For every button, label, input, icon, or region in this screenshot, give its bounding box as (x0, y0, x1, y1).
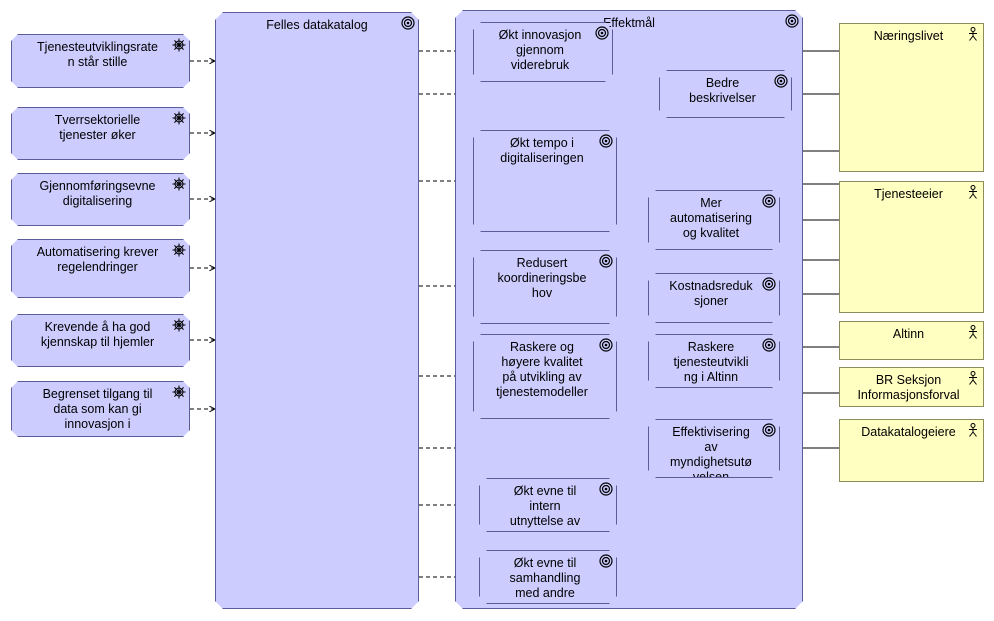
goal-redusert-koordinering[interactable]: Redusert koordineringsbe hov (473, 250, 617, 324)
driver-wheel-icon (172, 111, 186, 125)
driver-gjennomforingsevne[interactable]: Gjennomføringsevne digitalisering (11, 173, 190, 226)
goal-target-icon (762, 277, 776, 291)
driver-label: Krevende å ha god kjennskap til hjemler (40, 320, 155, 349)
goal-target-icon (762, 423, 776, 437)
goal-label: Kostnadsreduk sjoner (669, 279, 753, 308)
goal-target-icon (599, 482, 613, 496)
stakeholder-datakatalogeiere[interactable]: Datakatalogeiere (839, 419, 984, 482)
actor-stick-figure-icon (969, 423, 977, 437)
stakeholder-label: Altinn (892, 327, 925, 341)
driver-label: Tjenesteutviklingsrate n står stille (37, 40, 158, 69)
goal-target-icon (599, 338, 613, 352)
driver-wheel-icon (172, 38, 186, 52)
actor-stick-figure-icon (969, 325, 977, 339)
stakeholder-naeringslivet[interactable]: Næringslivet (839, 23, 984, 172)
goal-raskere-altinn[interactable]: Raskere tjenesteutvikli ng i Altinn (648, 334, 780, 388)
driver-krevende-hjemler[interactable]: Krevende å ha god kjennskap til hjemler (11, 314, 190, 367)
goal-okt-innovasjon[interactable]: Økt innovasjon gjennom viderebruk (473, 22, 613, 82)
actor-stick-figure-icon (969, 27, 977, 41)
goal-kostnadsreduksjoner[interactable]: Kostnadsreduk sjoner (648, 273, 780, 323)
goal-intern-utnyttelse[interactable]: Økt evne til intern utnyttelse av (479, 478, 617, 532)
goal-target-icon (785, 14, 799, 28)
stakeholder-label: Datakatalogeiere (861, 425, 956, 439)
goal-target-icon (401, 16, 415, 30)
driver-tverrsektorielle-tjenester[interactable]: Tverrsektorielle tjenester øker (11, 107, 190, 160)
goal-label: Raskere og høyere kvalitet på utvikling … (496, 340, 588, 399)
stakeholder-label: Tjenesteeier (874, 187, 943, 201)
driver-label: Begrenset tilgang til data som kan gi in… (42, 387, 153, 431)
goal-felles-datakatalog[interactable]: Felles datakatalog (215, 12, 419, 609)
driver-automatisering-krever[interactable]: Automatisering krever regelendringer (11, 239, 190, 298)
driver-tjenesteutviklingsraten[interactable]: Tjenesteutviklingsrate n står stille (11, 34, 190, 88)
driver-wheel-icon (172, 385, 186, 399)
goal-target-icon (599, 254, 613, 268)
stakeholder-label: BR Seksjon Informasjonsforval (857, 373, 960, 402)
actor-stick-figure-icon (969, 185, 977, 199)
goal-raskere-tjenestemodeller[interactable]: Raskere og høyere kvalitet på utvikling … (473, 334, 617, 419)
driver-begrenset-tilgang[interactable]: Begrenset tilgang til data som kan gi in… (11, 381, 190, 437)
goal-target-icon (762, 194, 776, 208)
catalog-label: Felles datakatalog (266, 18, 368, 32)
goal-target-icon (595, 26, 609, 40)
goal-target-icon (599, 134, 613, 148)
goal-okt-tempo[interactable]: Økt tempo i digitaliseringen (473, 130, 617, 232)
driver-label: Gjennomføringsevne digitalisering (39, 179, 156, 208)
goal-label: Økt evne til intern utnyttelse av (509, 484, 581, 528)
effektmal-label: Effektmål (603, 16, 655, 30)
goal-samhandling[interactable]: Økt evne til samhandling med andre (479, 550, 617, 604)
actor-stick-figure-icon (969, 371, 977, 385)
goal-effektivisering[interactable]: Effektivisering av myndighetsutø velsen (648, 419, 780, 478)
driver-wheel-icon (172, 318, 186, 332)
goal-label: Bedre beskrivelser (689, 76, 756, 105)
driver-wheel-icon (172, 177, 186, 191)
stakeholder-label: Næringslivet (873, 29, 944, 43)
goal-label: Mer automatisering og kvalitet (670, 196, 752, 240)
driver-label: Tverrsektorielle tjenester øker (54, 113, 141, 142)
driver-wheel-icon (172, 243, 186, 257)
stakeholder-tjenesteeier[interactable]: Tjenesteeier (839, 181, 984, 313)
driver-label: Automatisering krever regelendringer (36, 245, 159, 274)
goal-target-icon (762, 338, 776, 352)
goal-bedre-beskrivelser[interactable]: Bedre beskrivelser (659, 70, 792, 118)
goal-label: Raskere tjenesteutvikli ng i Altinn (673, 340, 749, 384)
goal-label: Økt evne til samhandling med andre (509, 556, 581, 600)
goal-target-icon (599, 554, 613, 568)
stakeholder-br-seksjon[interactable]: BR Seksjon Informasjonsforval (839, 367, 984, 407)
stakeholder-altinn[interactable]: Altinn (839, 321, 984, 360)
goal-mer-automatisering[interactable]: Mer automatisering og kvalitet (648, 190, 780, 250)
goal-label: Redusert koordineringsbe hov (497, 256, 587, 300)
goal-label: Økt tempo i digitaliseringen (500, 136, 584, 165)
goal-label: Økt innovasjon gjennom viderebruk (498, 28, 582, 72)
goal-target-icon (774, 74, 788, 88)
goal-label: Effektivisering av myndighetsutø velsen (670, 425, 752, 478)
